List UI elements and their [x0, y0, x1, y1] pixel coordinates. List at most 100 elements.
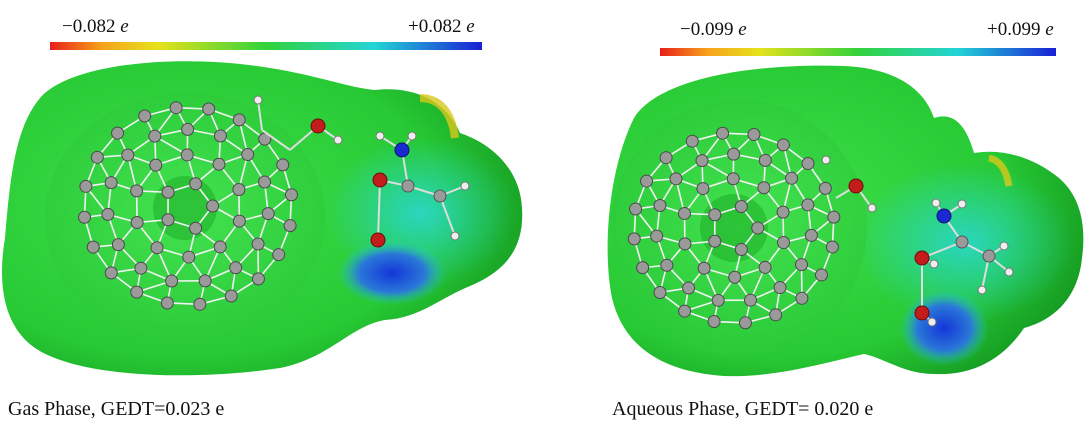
carbon-atom — [90, 150, 104, 164]
carbon-atom — [121, 148, 135, 162]
carbon-atom — [130, 215, 144, 229]
esp-surface-figure — [607, 65, 1084, 377]
carbon-atom — [758, 153, 772, 167]
carbon-atom — [627, 232, 641, 246]
carbon-atom — [795, 258, 809, 272]
carbon-atom — [677, 206, 691, 220]
carbon-atom — [261, 207, 275, 221]
carbon-atom — [734, 242, 748, 256]
carbon-atom — [801, 198, 815, 212]
carbon-atom — [101, 207, 115, 221]
carbon-atom — [659, 151, 673, 165]
carbon-atom — [206, 199, 220, 213]
carbon-atom — [232, 113, 246, 127]
carbon-atom — [711, 293, 725, 307]
carbon-atom — [232, 214, 246, 228]
carbon-atom — [130, 285, 144, 299]
carbon-atom — [697, 261, 711, 275]
carbon-atom — [272, 248, 286, 262]
carbon-atom — [769, 308, 783, 322]
carbon-atom — [213, 240, 227, 254]
carbon-atom — [814, 268, 828, 282]
panel-caption: Aqueous Phase, GEDT= 0.020 e — [612, 398, 874, 420]
carbon-atom — [650, 229, 664, 243]
carbon-atom — [685, 134, 699, 148]
carbon-atom — [241, 147, 255, 161]
carbon-atom — [165, 274, 179, 288]
carbon-atom — [678, 237, 692, 251]
carbon-atom — [161, 213, 175, 227]
carbon-atom — [134, 261, 148, 275]
carbon-atom — [111, 238, 125, 252]
carbon-atom — [827, 210, 841, 224]
scale-min-label: −0.099 e — [680, 19, 747, 41]
fullerene-atoms — [627, 126, 841, 330]
scale-max-label: +0.082 e — [408, 16, 475, 38]
scale-max-unit: e — [1045, 19, 1054, 40]
carbon-atom — [182, 250, 196, 264]
carbon-atom — [738, 316, 752, 330]
carbon-atom — [636, 261, 650, 275]
carbon-atom — [726, 172, 740, 186]
adsorbate-atoms — [253, 95, 470, 248]
scale-max-label: +0.099 e — [987, 19, 1054, 41]
carbon-atom — [795, 291, 809, 305]
carbon-atom — [181, 122, 195, 136]
carbon-atom — [251, 237, 265, 251]
carbon-atom — [284, 188, 298, 202]
carbon-atom — [148, 129, 162, 143]
carbon-atom — [776, 138, 790, 152]
carbon-atom — [682, 281, 696, 295]
gas-phase-panel: −0.082 e +0.082 e — [2, 16, 523, 420]
carbon-atom — [160, 296, 174, 310]
esp-colorbar — [660, 48, 1056, 56]
carbon-atom — [149, 158, 163, 172]
carbon-atom — [79, 179, 93, 193]
carbon-atom — [189, 221, 203, 235]
scale-min-unit: e — [738, 19, 747, 40]
panel-caption: Gas Phase, GEDT=0.023 e — [8, 398, 225, 420]
carbon-atom — [276, 158, 290, 172]
carbon-atom — [773, 281, 787, 295]
carbon-atom — [678, 304, 692, 318]
carbon-atom — [629, 202, 643, 216]
carbon-atom — [757, 181, 771, 195]
carbon-atom — [744, 293, 758, 307]
carbon-atom — [727, 147, 741, 161]
carbon-atom — [707, 315, 721, 329]
carbon-atom — [180, 148, 194, 162]
carbon-atom — [251, 272, 265, 286]
fullerene-atoms — [78, 101, 298, 311]
scale-max-unit: e — [466, 16, 475, 37]
scale-max-value: +0.082 — [408, 16, 462, 37]
carbon-atom — [747, 127, 761, 141]
carbon-atom — [258, 175, 272, 189]
carbon-atom — [695, 154, 709, 168]
scale-min-value: −0.082 — [62, 16, 116, 37]
carbon-atom — [751, 221, 765, 235]
carbon-atom — [78, 210, 92, 224]
carbon-atom — [776, 205, 790, 219]
carbon-atom — [804, 228, 818, 242]
carbon-atom — [198, 274, 212, 288]
carbon-atom — [213, 129, 227, 143]
carbon-atom — [138, 109, 152, 123]
carbon-atom — [785, 171, 799, 185]
carbon-atom — [728, 270, 742, 284]
carbon-atom — [777, 236, 791, 250]
scale-min-label: −0.082 e — [62, 16, 129, 38]
carbon-atom — [669, 172, 683, 186]
esp-colorbar — [50, 42, 482, 50]
carbon-atom — [224, 289, 238, 303]
carbon-atom — [653, 286, 667, 300]
carbon-atom — [660, 258, 674, 272]
carbon-atom — [825, 240, 839, 254]
carbon-atom — [189, 177, 203, 191]
carbon-atom — [150, 241, 164, 255]
scale-max-value: +0.099 — [987, 19, 1041, 40]
carbon-atom — [193, 297, 207, 311]
carbon-atom — [696, 182, 710, 196]
carbon-atom — [111, 126, 125, 140]
carbon-atom — [818, 181, 832, 195]
carbon-atom — [708, 208, 722, 222]
